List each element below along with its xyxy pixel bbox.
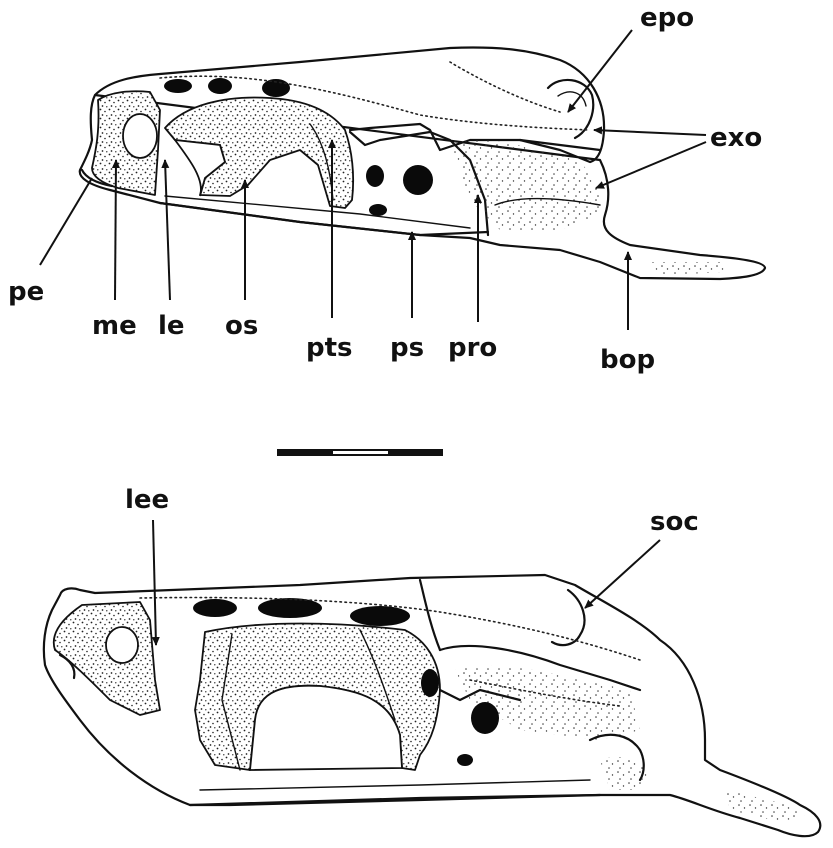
- top-foramen-2: [403, 165, 433, 195]
- bottom-foramen-1: [421, 669, 439, 697]
- top-foramen-3: [369, 204, 387, 216]
- label-epo: epo: [640, 3, 694, 33]
- top-roof-fenestra-1: [164, 79, 192, 93]
- top-foramen-1: [366, 165, 384, 187]
- top-parasphenoid: [160, 203, 488, 235]
- bottom-foramen-2: [471, 702, 499, 734]
- label-pts: pts: [306, 333, 353, 363]
- bottom-parasphenoid-edge: [200, 780, 590, 790]
- leader-me: [115, 160, 116, 300]
- bottom-roof-fenestra-1: [193, 599, 237, 617]
- top-bop-stipple: [650, 262, 730, 275]
- label-exo: exo: [710, 123, 762, 153]
- label-ps: ps: [390, 333, 424, 363]
- leader-soc: [585, 540, 660, 608]
- bottom-soc-curve: [552, 590, 584, 645]
- bottom-labels: lee soc: [125, 485, 699, 537]
- label-os: os: [225, 311, 258, 341]
- bottom-skull-drawing: [44, 575, 820, 836]
- bottom-frontal-suture: [420, 580, 440, 650]
- leader-exo-1: [594, 130, 706, 135]
- label-soc: soc: [650, 507, 699, 537]
- top-skull-drawing: [80, 48, 765, 280]
- top-roof-fenestra-2: [208, 78, 232, 94]
- top-nasal-opening: [123, 114, 157, 158]
- scale-bar-gap: [333, 451, 388, 454]
- leader-le: [165, 160, 170, 300]
- bottom-snout-bone: [54, 602, 160, 715]
- label-pe: pe: [8, 277, 44, 307]
- bottom-nasal-opening: [106, 627, 138, 663]
- label-le: le: [158, 311, 185, 341]
- label-pro: pro: [448, 333, 497, 363]
- leader-pe: [40, 178, 92, 265]
- bottom-roof-fenestra-2: [258, 598, 322, 618]
- top-dotted-line-2: [450, 62, 560, 112]
- top-prootic-stipple: [450, 139, 600, 230]
- label-me: me: [92, 311, 137, 341]
- label-bop: bop: [600, 345, 655, 375]
- label-lee: lee: [125, 485, 169, 515]
- bottom-foramen-3: [457, 754, 473, 766]
- leader-lee: [153, 520, 156, 645]
- scale-bar: [277, 449, 443, 456]
- leader-exo-2: [596, 142, 706, 188]
- bottom-roof-fenestra-3: [350, 606, 410, 626]
